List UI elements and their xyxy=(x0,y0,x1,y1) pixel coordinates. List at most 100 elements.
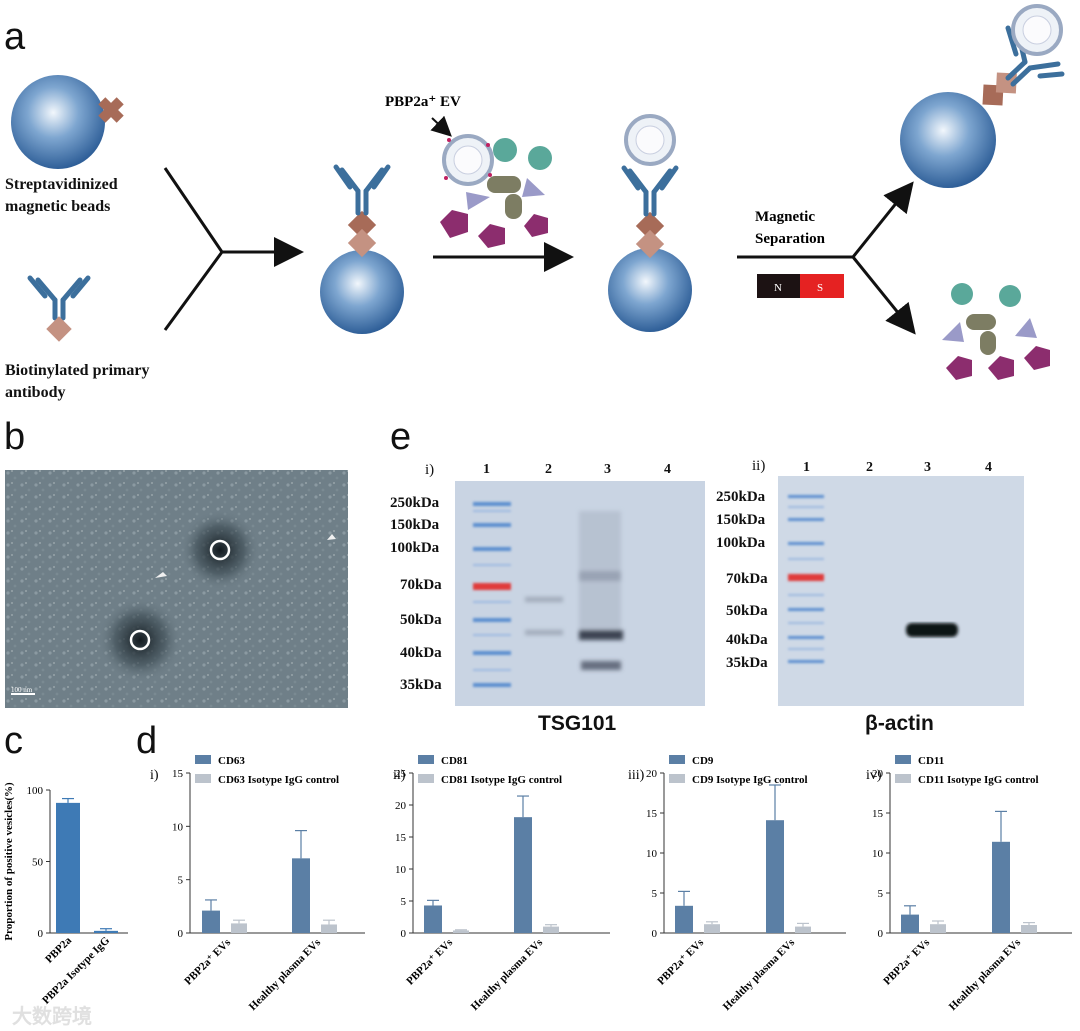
blot-i xyxy=(455,481,705,706)
vesicle xyxy=(209,539,231,561)
marker-250-ii: 250kDa xyxy=(716,489,766,505)
lane-1-i: 1 xyxy=(483,462,490,477)
x-tick-label: PBP2a⁺ EVs xyxy=(182,936,233,987)
legend-label: CD11 xyxy=(918,755,944,767)
arrow-up xyxy=(851,181,914,258)
molecule-pentagon xyxy=(1024,346,1050,370)
legend-label: CD11 Isotype IgG control xyxy=(918,774,1039,786)
panel-a-schematic: PBP2a⁺ EV Magnetic Separation N S xyxy=(11,4,1065,380)
legend-label: CD63 xyxy=(218,755,245,767)
blot-i-label: i) xyxy=(425,462,435,478)
bands-lane-2-i xyxy=(525,597,563,635)
molecule-circle xyxy=(951,283,973,305)
y-tick-label: 15 xyxy=(172,768,184,780)
y-tick-label: 20 xyxy=(646,768,658,780)
marker-40-ii: 40kDa xyxy=(726,632,768,648)
magnet-s: S xyxy=(817,282,823,294)
lane-4-i: 4 xyxy=(664,462,671,477)
panel-label-a: a xyxy=(4,16,26,58)
legend-label: CD9 Isotype IgG control xyxy=(692,774,808,786)
y-tick-label: 10 xyxy=(646,848,658,860)
bar xyxy=(321,924,337,933)
bar xyxy=(675,905,693,933)
molecule-triangle xyxy=(942,322,964,342)
panel-label-c: c xyxy=(4,720,23,762)
ladder-i xyxy=(473,502,511,687)
magnetic-label-1: Magnetic xyxy=(755,209,815,225)
lane-3-ii: 3 xyxy=(924,460,931,475)
x-tick-label: Healthy plasma EVs xyxy=(721,936,798,1013)
x-tick-label: PBP2a Isotype IgG xyxy=(40,934,112,1006)
bar xyxy=(231,923,247,933)
y-tick-label: 5 xyxy=(178,875,184,887)
ev-label: PBP2a⁺ EV xyxy=(385,94,461,110)
bar xyxy=(292,858,310,933)
molecule-pill xyxy=(966,314,996,330)
streptavidin-icon xyxy=(98,97,124,123)
molecule-circle xyxy=(528,146,552,170)
scale-bar-label: 100 nm xyxy=(11,686,33,694)
x-tick-label: Healthy plasma EVs xyxy=(469,936,546,1013)
magnet-n: N xyxy=(774,282,782,294)
bands-lane-3-i xyxy=(579,511,623,670)
legend-swatch xyxy=(669,755,685,764)
y-tick-label: 15 xyxy=(395,832,407,844)
marker-100-ii: 100kDa xyxy=(716,535,766,551)
panel-label-e: e xyxy=(390,416,412,458)
lane-4-ii: 4 xyxy=(985,460,992,475)
bar xyxy=(795,926,811,933)
marker-35-i: 35kDa xyxy=(400,677,442,693)
bar xyxy=(992,841,1010,933)
y-tick-label: 100 xyxy=(27,785,44,797)
legend-swatch xyxy=(895,755,911,764)
y-tick-label: 10 xyxy=(395,864,407,876)
marker-50-i: 50kDa xyxy=(400,612,442,628)
y-tick-label: 0 xyxy=(38,928,44,940)
bead-separated xyxy=(900,92,996,188)
y-tick-label: 20 xyxy=(872,768,884,780)
marker-40-i: 40kDa xyxy=(400,645,442,661)
band-beta-actin xyxy=(906,623,958,637)
blot-i-title: TSG101 xyxy=(538,712,617,735)
bar xyxy=(901,914,919,933)
marker-70-ii: 70kDa xyxy=(726,571,768,587)
y-axis-label: Proportion of positive vesicles(%) xyxy=(3,782,15,941)
vesicle-halo xyxy=(98,598,182,682)
y-tick-label: 25 xyxy=(395,768,407,780)
subpanel-label: ii) xyxy=(393,768,406,783)
y-tick-label: 15 xyxy=(646,808,658,820)
y-tick-label: 0 xyxy=(401,928,407,940)
molecule-pill xyxy=(487,176,521,193)
legend-swatch xyxy=(669,774,685,783)
bar xyxy=(202,910,220,933)
marker-150-ii: 150kDa xyxy=(716,512,766,528)
x-tick-label: Healthy plasma EVs xyxy=(247,936,324,1013)
merge-lines xyxy=(163,167,224,331)
molecule-pill xyxy=(980,331,996,355)
molecule-pentagon xyxy=(946,356,972,380)
bar xyxy=(543,926,559,933)
legend-swatch xyxy=(195,755,211,764)
y-tick-label: 15 xyxy=(872,808,884,820)
x-tick-label: Healthy plasma EVs xyxy=(947,936,1024,1013)
molecule-triangle xyxy=(466,192,490,210)
bar xyxy=(56,802,80,933)
legend-swatch xyxy=(418,774,434,783)
beads-label-line1: Streptavidinized xyxy=(5,176,118,193)
bar xyxy=(424,905,442,933)
molecule-pentagon xyxy=(524,214,548,237)
ev-icon xyxy=(442,134,494,186)
y-tick-label: 5 xyxy=(878,888,884,900)
antibody-label: Biotinylated primary antibody xyxy=(5,360,149,403)
y-tick-label: 5 xyxy=(401,896,407,908)
bar xyxy=(766,820,784,933)
panel-label-b: b xyxy=(4,416,26,458)
legend-swatch xyxy=(418,755,434,764)
blot-ii xyxy=(778,476,1024,706)
ev-pointer xyxy=(430,115,452,137)
bead-captured xyxy=(608,248,692,332)
molecule-pentagon xyxy=(988,356,1014,380)
